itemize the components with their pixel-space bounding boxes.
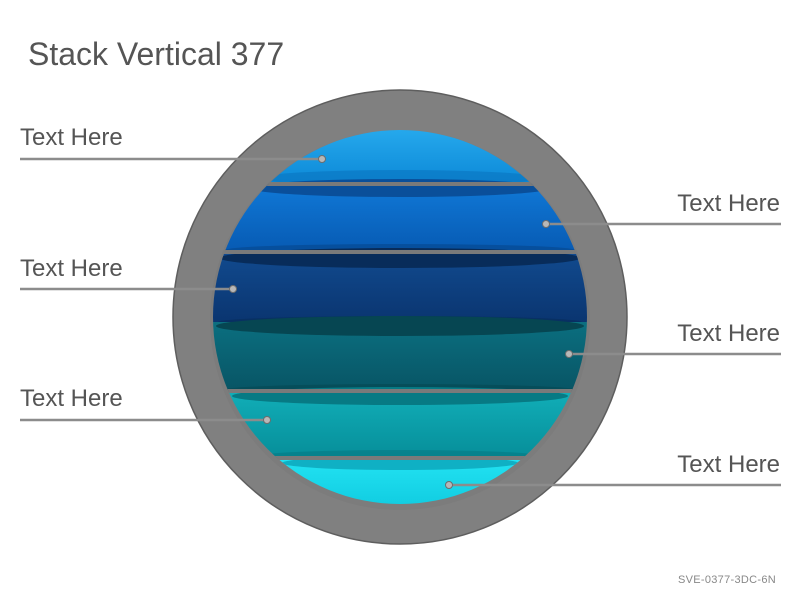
label-slice-6: Text Here [677,451,780,478]
label-slice-5: Text Here [20,385,123,412]
connector-dot-6 [445,481,453,489]
connector-dots [229,155,573,489]
page-title: Stack Vertical 377 [28,36,285,72]
connector-dot-3 [229,285,237,293]
label-slice-1: Text Here [20,124,123,151]
connector-dot-2 [542,220,550,228]
footer-code: SVE-0377-3DC-6N [677,574,776,586]
connector-dot-4 [565,350,573,358]
connector-dot-5 [263,416,271,424]
connectors [20,157,781,487]
label-slice-3: Text Here [20,255,123,282]
slice-4 [213,316,587,396]
connector-dot-1 [318,155,326,163]
label-slice-2: Text Here [677,190,780,217]
label-slice-4: Text Here [677,320,780,347]
